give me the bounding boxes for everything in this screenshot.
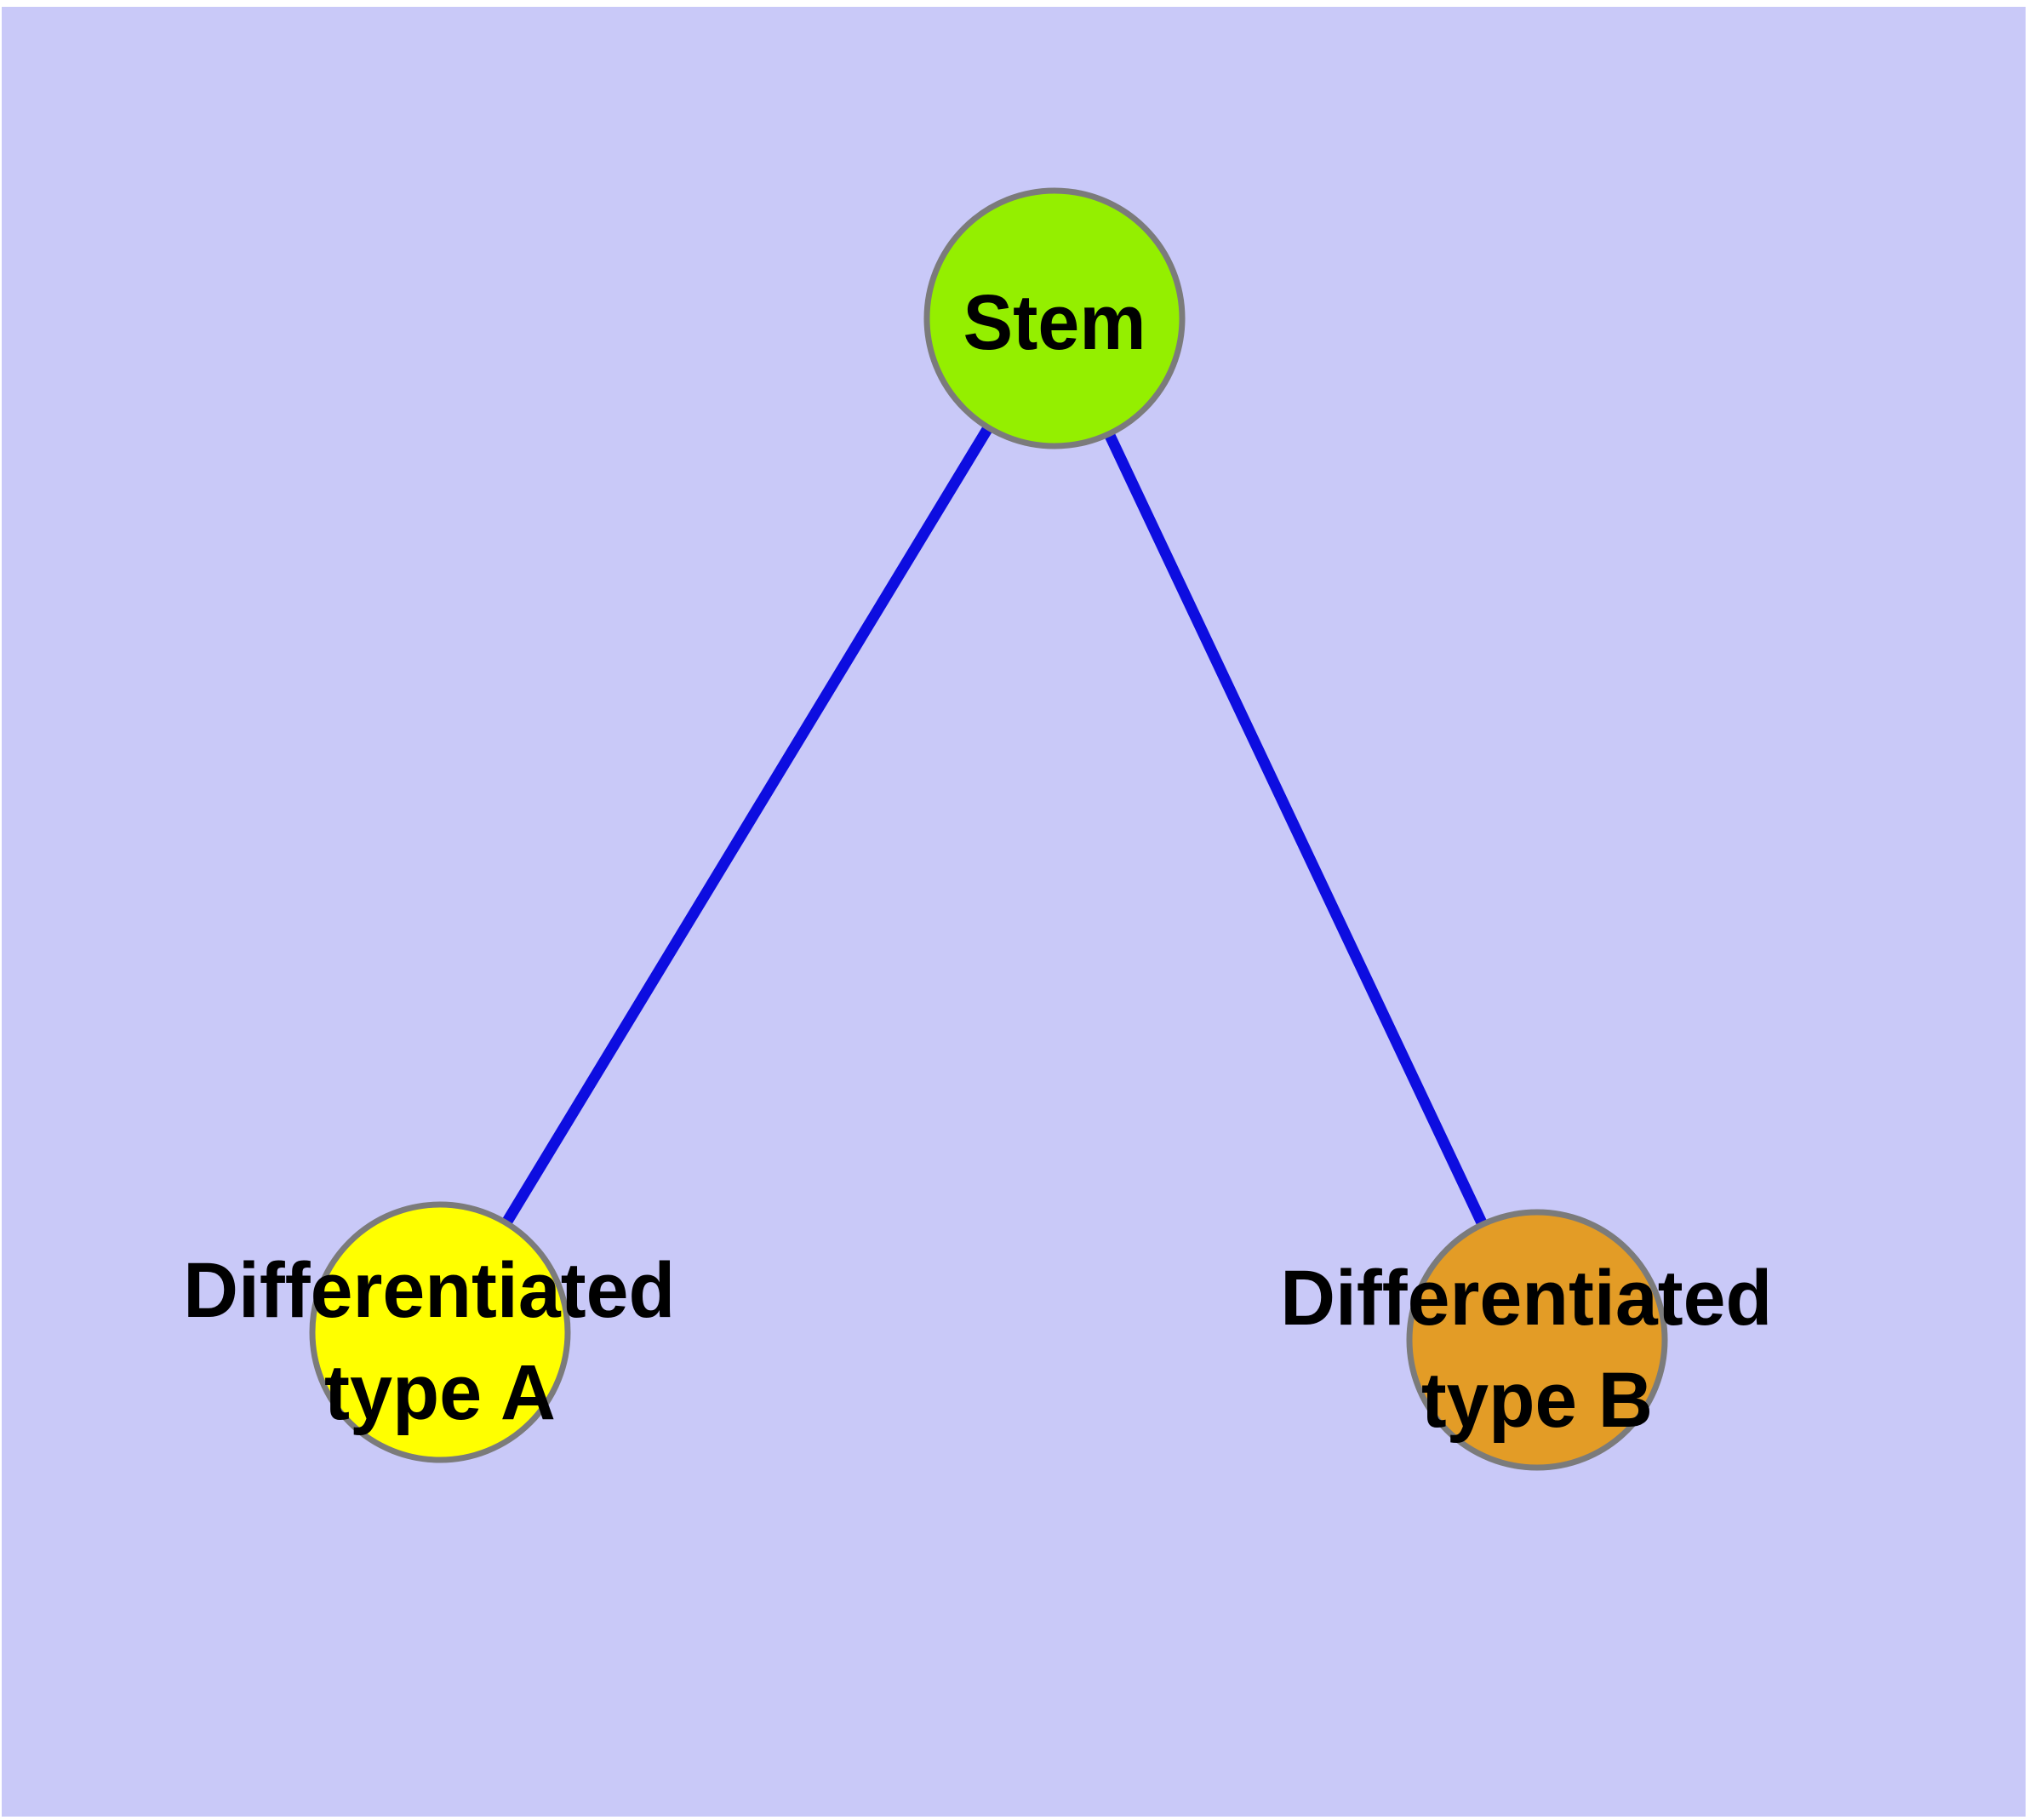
label-type-a-line1: Differentiated: [183, 1247, 675, 1334]
edge-stem-to-type-b: [1049, 312, 1543, 1346]
node-differentiated-type-a: [309, 1201, 571, 1463]
label-differentiated-type-b: Differentiated type B: [1280, 1255, 1794, 1444]
edge-stem-to-type-a: [434, 312, 1060, 1338]
label-stem: Stem: [963, 279, 1146, 366]
node-differentiated-type-b: [1406, 1209, 1668, 1471]
label-type-b-line2: type B: [1421, 1357, 1653, 1444]
label-differentiated-type-a: Differentiated type A: [183, 1247, 697, 1436]
node-stem: [923, 187, 1186, 449]
label-type-b-line1: Differentiated: [1280, 1255, 1772, 1342]
label-type-a-line2: type A: [324, 1349, 556, 1436]
